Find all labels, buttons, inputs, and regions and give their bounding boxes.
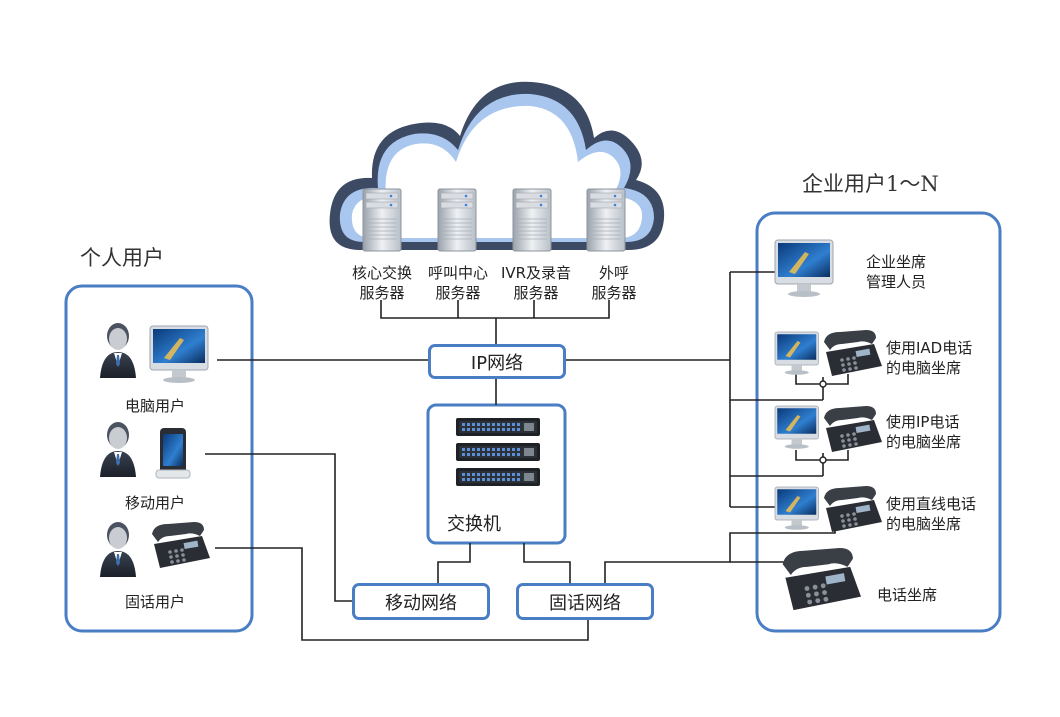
server-label-outbound: 外呼服务器 <box>591 264 637 302</box>
iad-phone-icon <box>824 330 882 376</box>
manager-monitor-icon <box>774 239 834 298</box>
direct-monitor-icon <box>774 486 819 531</box>
phone-agent-label: 电话坐席 <box>877 586 938 604</box>
cloud-icon <box>329 81 665 250</box>
connection-lines <box>205 271 849 641</box>
mobile-network-box: 移动网络 <box>352 583 490 620</box>
pc-monitor-icon <box>149 325 209 384</box>
mobile-user-label: 移动用户 <box>124 494 185 512</box>
ip-agent-label: 使用IP电话的电脑坐席 <box>886 413 962 451</box>
mobile-phone-icon <box>155 428 191 479</box>
enterprise-users-frame <box>755 211 1002 633</box>
server-label-ivr: IVR及录音服务器 <box>500 264 572 302</box>
pc-user-label: 电脑用户 <box>124 397 185 415</box>
phone-agent-icon <box>782 548 861 611</box>
direct-phone-icon <box>824 486 882 532</box>
pc-user-person-icon <box>100 323 136 378</box>
fixed-user-person-icon <box>100 522 136 577</box>
outbound-server-icon <box>586 188 626 252</box>
personal-users-frame <box>64 284 254 633</box>
fixed-network-box: 固话网络 <box>516 583 654 620</box>
junction-dot <box>819 380 827 388</box>
junction-dot <box>819 456 827 464</box>
personal-users-title: 个人用户 <box>80 246 164 270</box>
desk-phone-icon <box>152 522 210 568</box>
fixed-user-label: 固话用户 <box>124 593 185 611</box>
server-label-call-center: 呼叫中心服务器 <box>427 264 488 302</box>
switch-icon <box>456 418 540 486</box>
direct-agent-label: 使用直线电话的电脑坐席 <box>886 495 977 533</box>
call-center-server-icon <box>437 188 477 252</box>
iad-monitor-icon <box>774 331 819 376</box>
enterprise-users-title: 企业用户1～N <box>802 172 939 196</box>
ip-monitor-icon <box>774 405 819 450</box>
ip-phone-icon <box>824 406 882 452</box>
manager-label: 企业坐席管理人员 <box>866 253 927 291</box>
switch-label: 交换机 <box>447 514 501 535</box>
mobile-user-person-icon <box>100 422 136 477</box>
iad-agent-label: 使用IAD电话的电脑坐席 <box>886 339 973 377</box>
ivr-server-icon <box>512 188 552 252</box>
ip-network-box: IP网络 <box>428 344 566 379</box>
core-switch-server-icon <box>362 188 402 252</box>
server-label-core: 核心交换服务器 <box>351 264 412 302</box>
